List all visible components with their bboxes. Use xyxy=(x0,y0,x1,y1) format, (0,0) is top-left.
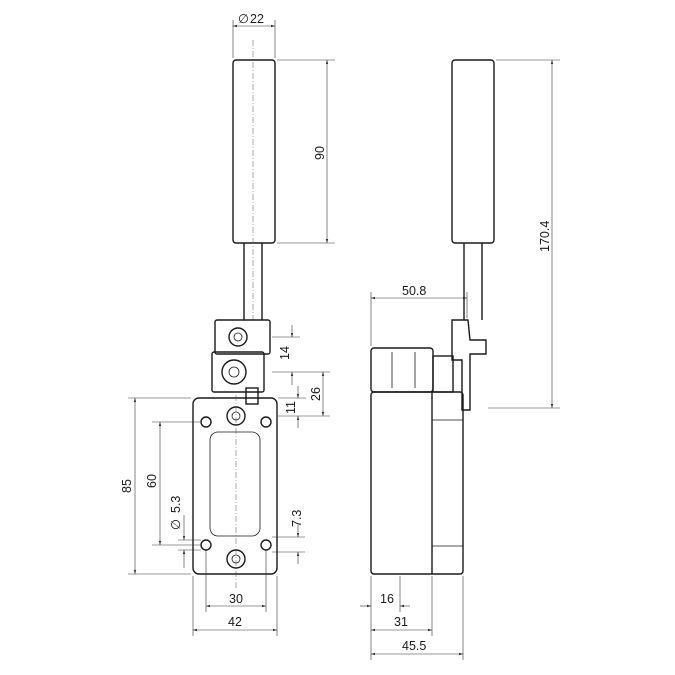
dim-bottom-hole: 7.3 xyxy=(290,510,304,527)
dim-lever-reach: 50.8 xyxy=(402,284,426,298)
dim-hole-diameter-symbol: ∅ xyxy=(169,519,183,530)
front-actuator-head xyxy=(211,351,265,393)
front-lever-clamp xyxy=(214,319,271,355)
dim-head-height: 26 xyxy=(309,387,323,401)
side-switch-body xyxy=(370,391,464,575)
dim-body-depth: 31 xyxy=(394,615,408,629)
mounting-hole xyxy=(200,416,212,428)
dim-total-height: 170.4 xyxy=(538,221,552,252)
dim-body-height: 85 xyxy=(120,479,134,493)
dim-rod-diameter: 22 xyxy=(250,12,264,26)
front-dimensions: ∅ 22 90 14 26 11 85 60 xyxy=(120,12,335,636)
dim-lever-offset: 14 xyxy=(278,346,292,360)
front-view xyxy=(192,40,278,590)
front-switch-body xyxy=(192,397,278,575)
side-actuator-head xyxy=(370,347,434,393)
dim-hole-spacing: 60 xyxy=(145,474,159,488)
dim-rod-diameter-symbol: ∅ xyxy=(238,12,249,26)
side-handle xyxy=(451,59,495,244)
dim-base-offset: 16 xyxy=(380,592,394,606)
front-handle xyxy=(232,59,276,244)
side-lever-arm xyxy=(451,319,487,411)
side-dimensions: 170.4 50.8 16 31 45.5 xyxy=(360,59,560,660)
dim-rod-length: 90 xyxy=(313,146,327,160)
dim-hole-width: 30 xyxy=(229,592,243,606)
side-view xyxy=(370,59,495,575)
dim-hole-diameter: 5.3 xyxy=(169,496,183,513)
dim-body-width: 42 xyxy=(228,615,242,629)
dim-top-hole: 11 xyxy=(284,401,298,414)
dim-overall-depth: 45.5 xyxy=(402,639,426,653)
